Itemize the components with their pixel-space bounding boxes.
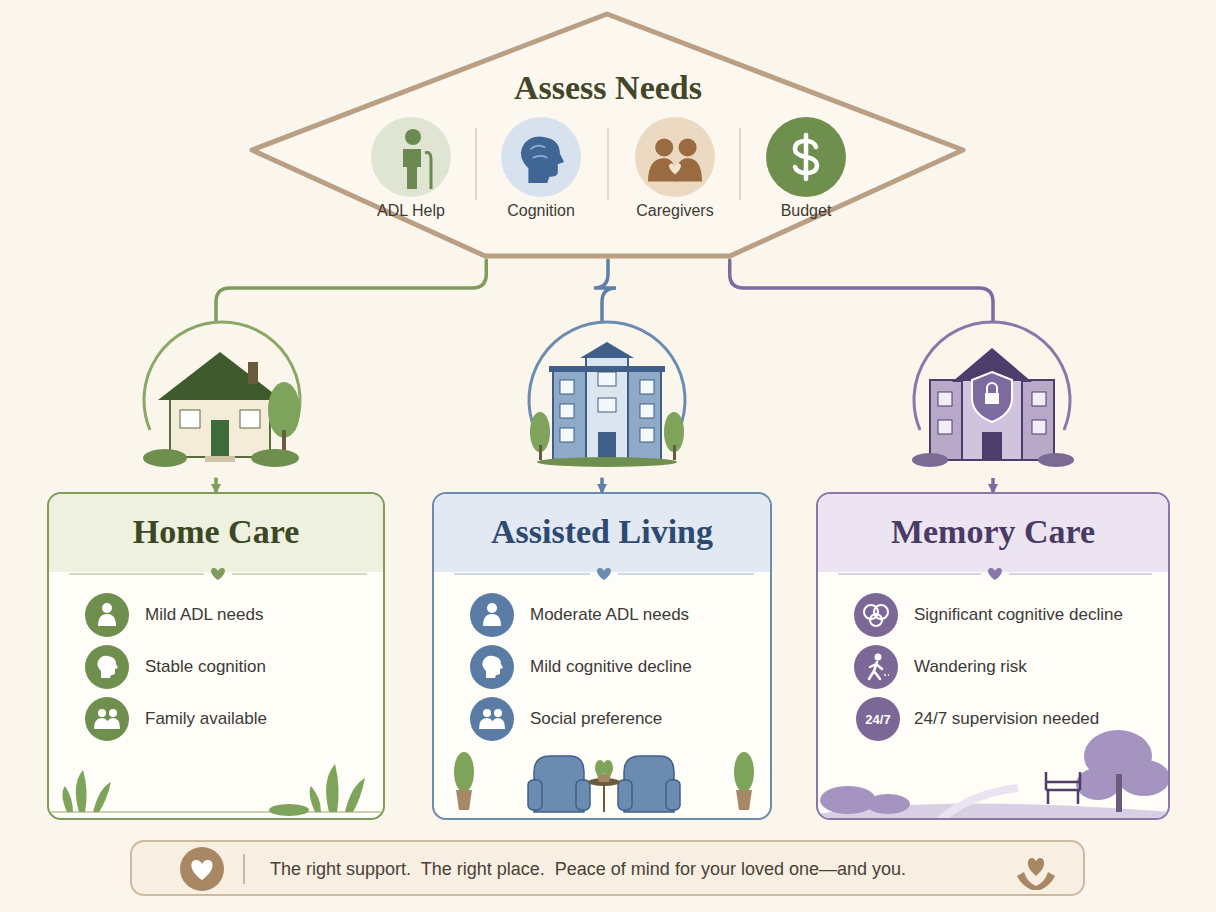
home-care-card: Home CareMild ADL needsStable cognitionF… bbox=[47, 492, 385, 820]
card-title: Assisted Living bbox=[434, 512, 770, 552]
criteria-item: Mild ADL needs bbox=[145, 604, 263, 626]
home-illustration bbox=[143, 322, 300, 478]
main-heading: Assess Needs bbox=[250, 68, 966, 108]
factor-label: ADL Help bbox=[351, 202, 471, 220]
memory-care-card: Memory CareSignificant cognitive decline… bbox=[816, 492, 1170, 820]
card-title: Home Care bbox=[49, 512, 383, 552]
criteria-item: Significant cognitive decline bbox=[914, 604, 1123, 626]
criteria-item: Stable cognition bbox=[145, 656, 266, 678]
criteria-item: 24/7 supervision needed bbox=[914, 708, 1099, 730]
flow-connector bbox=[216, 260, 486, 492]
badge-text: 24/7 bbox=[865, 712, 890, 727]
criteria-item: Mild cognitive decline bbox=[530, 656, 692, 678]
factor-label: Caregivers bbox=[615, 202, 735, 220]
assisted-living-card: Assisted LivingModerate ADL needsMild co… bbox=[432, 492, 772, 820]
criteria-item: Moderate ADL needs bbox=[530, 604, 689, 626]
factor-label: Budget bbox=[746, 202, 866, 220]
criteria-item: Social preference bbox=[530, 708, 662, 730]
criteria-item: Wandering risk bbox=[914, 656, 1027, 678]
factor-label: Cognition bbox=[481, 202, 601, 220]
card-title: Memory Care bbox=[818, 512, 1168, 552]
assisted-living-illustration bbox=[529, 322, 685, 478]
criteria-item: Family available bbox=[145, 708, 267, 730]
assess-needs-diamond: Assess NeedsADL Help Cognition Caregivers B… bbox=[250, 10, 966, 262]
diamond-outline bbox=[250, 10, 966, 262]
memory-care-illustration bbox=[912, 322, 1074, 478]
caption-text: The right support. The right place. Peac… bbox=[270, 858, 906, 880]
caption-band: The right support. The right place. Peac… bbox=[130, 840, 1085, 896]
hours-badge: 24/7 bbox=[856, 697, 900, 741]
